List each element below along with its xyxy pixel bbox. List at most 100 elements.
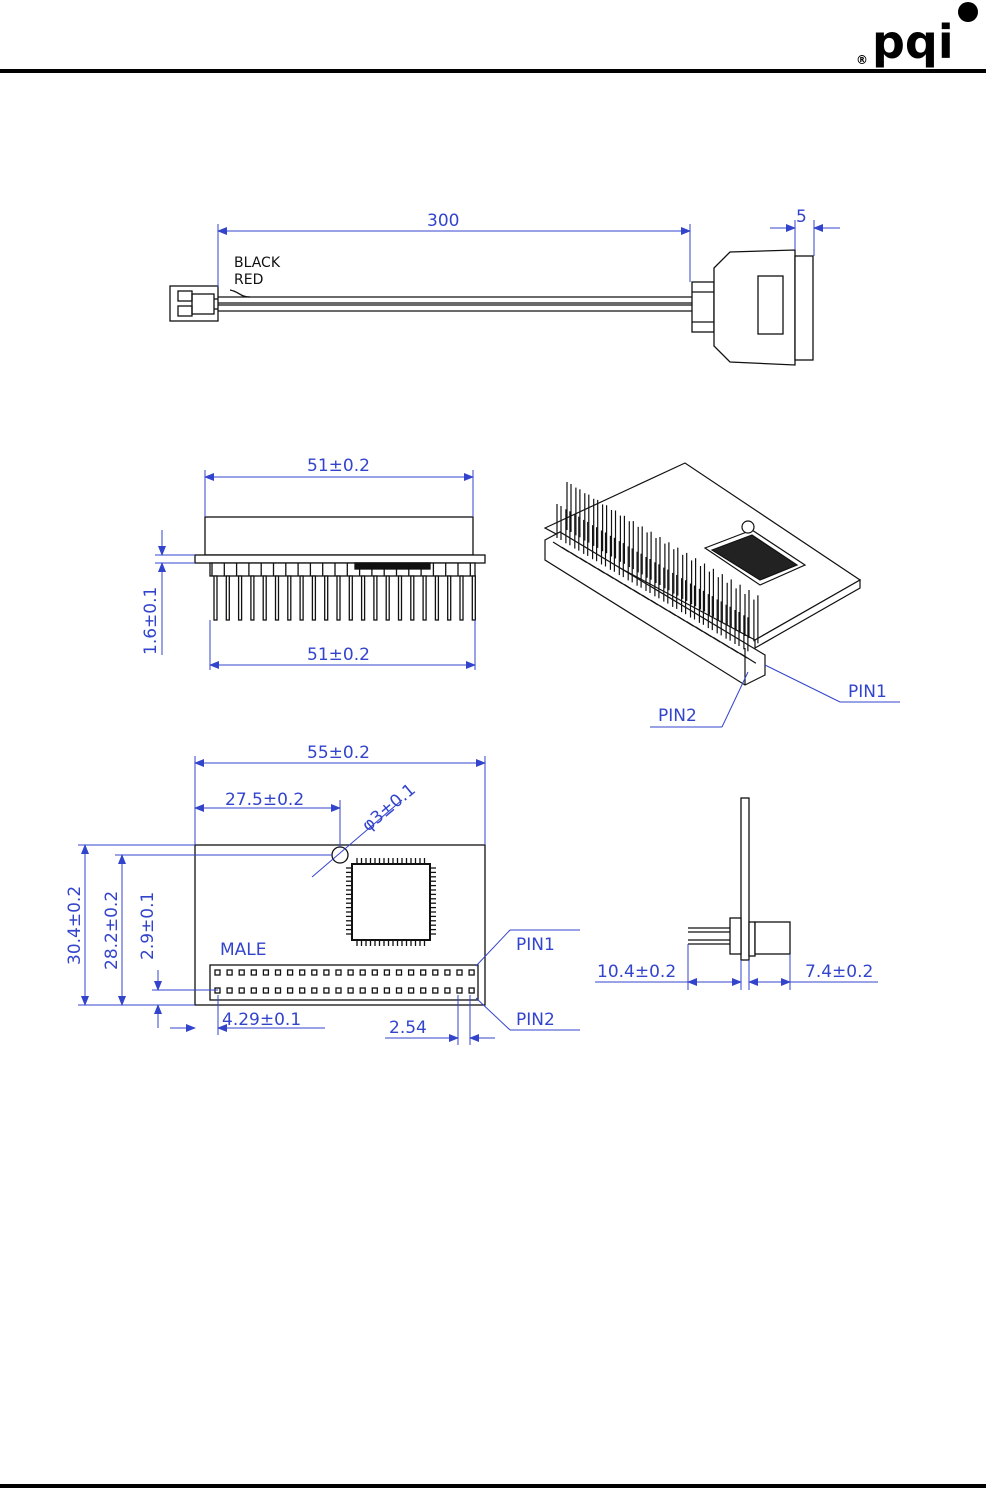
header-pin [468,969,475,976]
header-pin [420,969,427,976]
side-pin [459,575,464,621]
header: ® pqi [0,2,986,73]
top-connector-label: MALE [220,940,267,960]
side-pin [213,575,218,621]
side-pin [299,575,304,621]
header-pin [395,969,403,976]
header-pin [311,987,318,994]
cable-length-dim: 300 [427,211,459,231]
header-pin [274,987,282,994]
side-pin [422,575,427,621]
end-view [688,797,791,961]
led-housing-icon [691,249,814,366]
iso-header-slot [739,652,757,664]
header-pin [226,987,233,994]
header-pin [286,987,294,994]
side-view-pins [211,563,476,621]
header-pin [262,969,270,976]
header-pin [347,969,354,976]
header-pin [420,987,427,994]
header-pin [383,969,391,976]
side-pin [237,575,243,621]
top-pin-x-dim: 4.29±0.1 [222,1010,301,1030]
top-mount-hole-icon [331,846,349,864]
side-pin [360,575,366,621]
top-pitch-dim: 2.54 [389,1018,427,1038]
side-pin [250,575,255,621]
side-pin [385,575,390,621]
iso-leaders [650,664,900,728]
side-pin [373,575,378,621]
pcb-edge [194,554,486,564]
header-pin [323,987,330,994]
iso-pin1-label: PIN1 [848,682,887,702]
wire-label-red: RED [234,272,263,288]
top-hole-height-dim: 28.2±0.2 [102,891,122,970]
top-ic-body [351,863,431,941]
side-view [194,516,486,621]
end-pcb [740,797,750,961]
registered-mark: ® [856,53,868,67]
side-pin [311,575,317,621]
side-pin [434,575,440,621]
side-pin [471,575,476,621]
top-pin2-label: PIN2 [516,1010,555,1030]
end-view-dims [595,944,878,990]
iso-pins [552,482,759,664]
side-top-width-dim: 51±0.2 [307,456,370,476]
header-pin [407,969,415,976]
side-bottom-width-dim: 51±0.2 [307,645,370,665]
header-pin [444,987,451,994]
header-pin [299,969,306,976]
header-pin [395,987,403,994]
side-pin [287,575,292,621]
header-pin [226,969,233,976]
header-pin [335,969,342,976]
pin-header-body [209,562,476,577]
side-pin [274,575,280,621]
flange-dim: 5 [796,207,807,227]
iso-view [543,462,862,686]
top-view [194,844,486,1006]
header-pin [238,987,245,994]
cable-dims [217,220,840,287]
top-pin1-label: PIN1 [516,935,555,955]
header-pin [274,969,282,976]
logo-dot-icon [958,2,978,22]
header-pin [371,969,378,976]
header-pin [456,969,463,976]
iso-pcb-side [754,578,861,650]
header-pin [432,969,439,976]
chip-body [204,516,474,556]
logo-text: pqi [872,15,954,69]
header-pin [432,987,439,994]
top-hole-dia-dim: φ3±0.1 [358,780,419,836]
header-pin [214,969,221,976]
jst-connector-icon [169,285,219,322]
side-pin [336,575,341,621]
header-pin [468,987,475,994]
end-right-dim: 7.4±0.2 [805,962,873,982]
header-pin [286,969,294,976]
side-thickness-dim: 1.6±0.1 [141,587,161,655]
cable-view [169,249,814,366]
side-pin [225,575,230,621]
side-pin [324,575,329,621]
header-pin [407,987,415,994]
header-pin [456,987,463,994]
top-view-dims [78,756,580,1045]
side-view-dims [155,470,476,670]
end-header-block [729,917,742,955]
header-pin [323,969,330,976]
cable-wires [218,289,692,312]
header-pin [359,969,366,976]
header-pin [299,987,306,994]
top-pin-offset-dim: 2.9±0.1 [138,892,158,960]
header-pin [347,987,354,994]
side-pin [397,575,403,621]
header-pin [311,969,318,976]
top-width-dim: 55±0.2 [307,743,370,763]
end-chip [754,921,791,955]
top-ic-leads [346,858,436,946]
